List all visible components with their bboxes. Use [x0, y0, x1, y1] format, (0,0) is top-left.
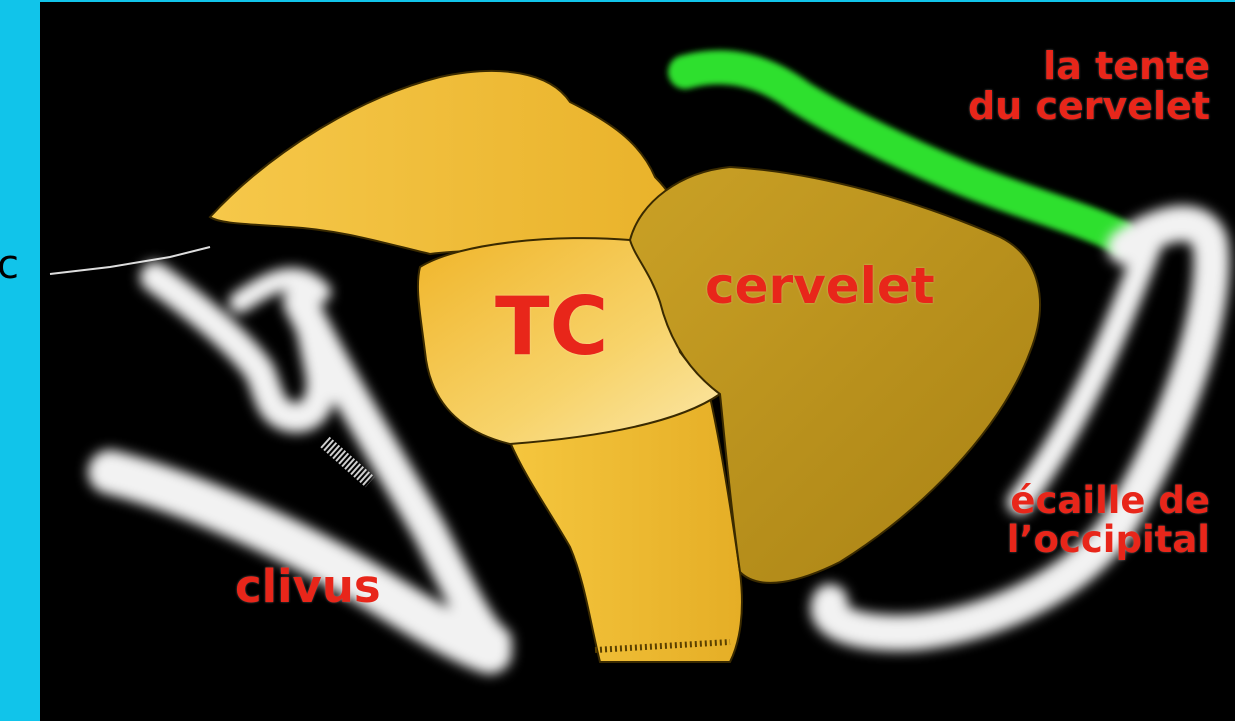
label-ecaille-line1: écaille de — [1007, 482, 1210, 521]
label-ecaille-line2: l’occipital — [1007, 521, 1210, 560]
cerebrum-shape — [210, 71, 679, 254]
label-tc: TC — [495, 285, 608, 369]
left-thin-line — [50, 247, 210, 274]
label-ecaille-occipital: écaille de l’occipital — [1007, 482, 1210, 560]
anatomy-diagram: TC cervelet clivus la tente du cervelet … — [40, 2, 1235, 721]
label-tente-line2: du cervelet — [968, 87, 1210, 127]
label-cervelet: cervelet — [705, 260, 935, 313]
label-tente-line1: la tente — [968, 47, 1210, 87]
label-tente-du-cervelet: la tente du cervelet — [968, 47, 1210, 127]
label-clivus: clivus — [235, 563, 381, 610]
cropped-text-fragment: c — [0, 242, 19, 288]
